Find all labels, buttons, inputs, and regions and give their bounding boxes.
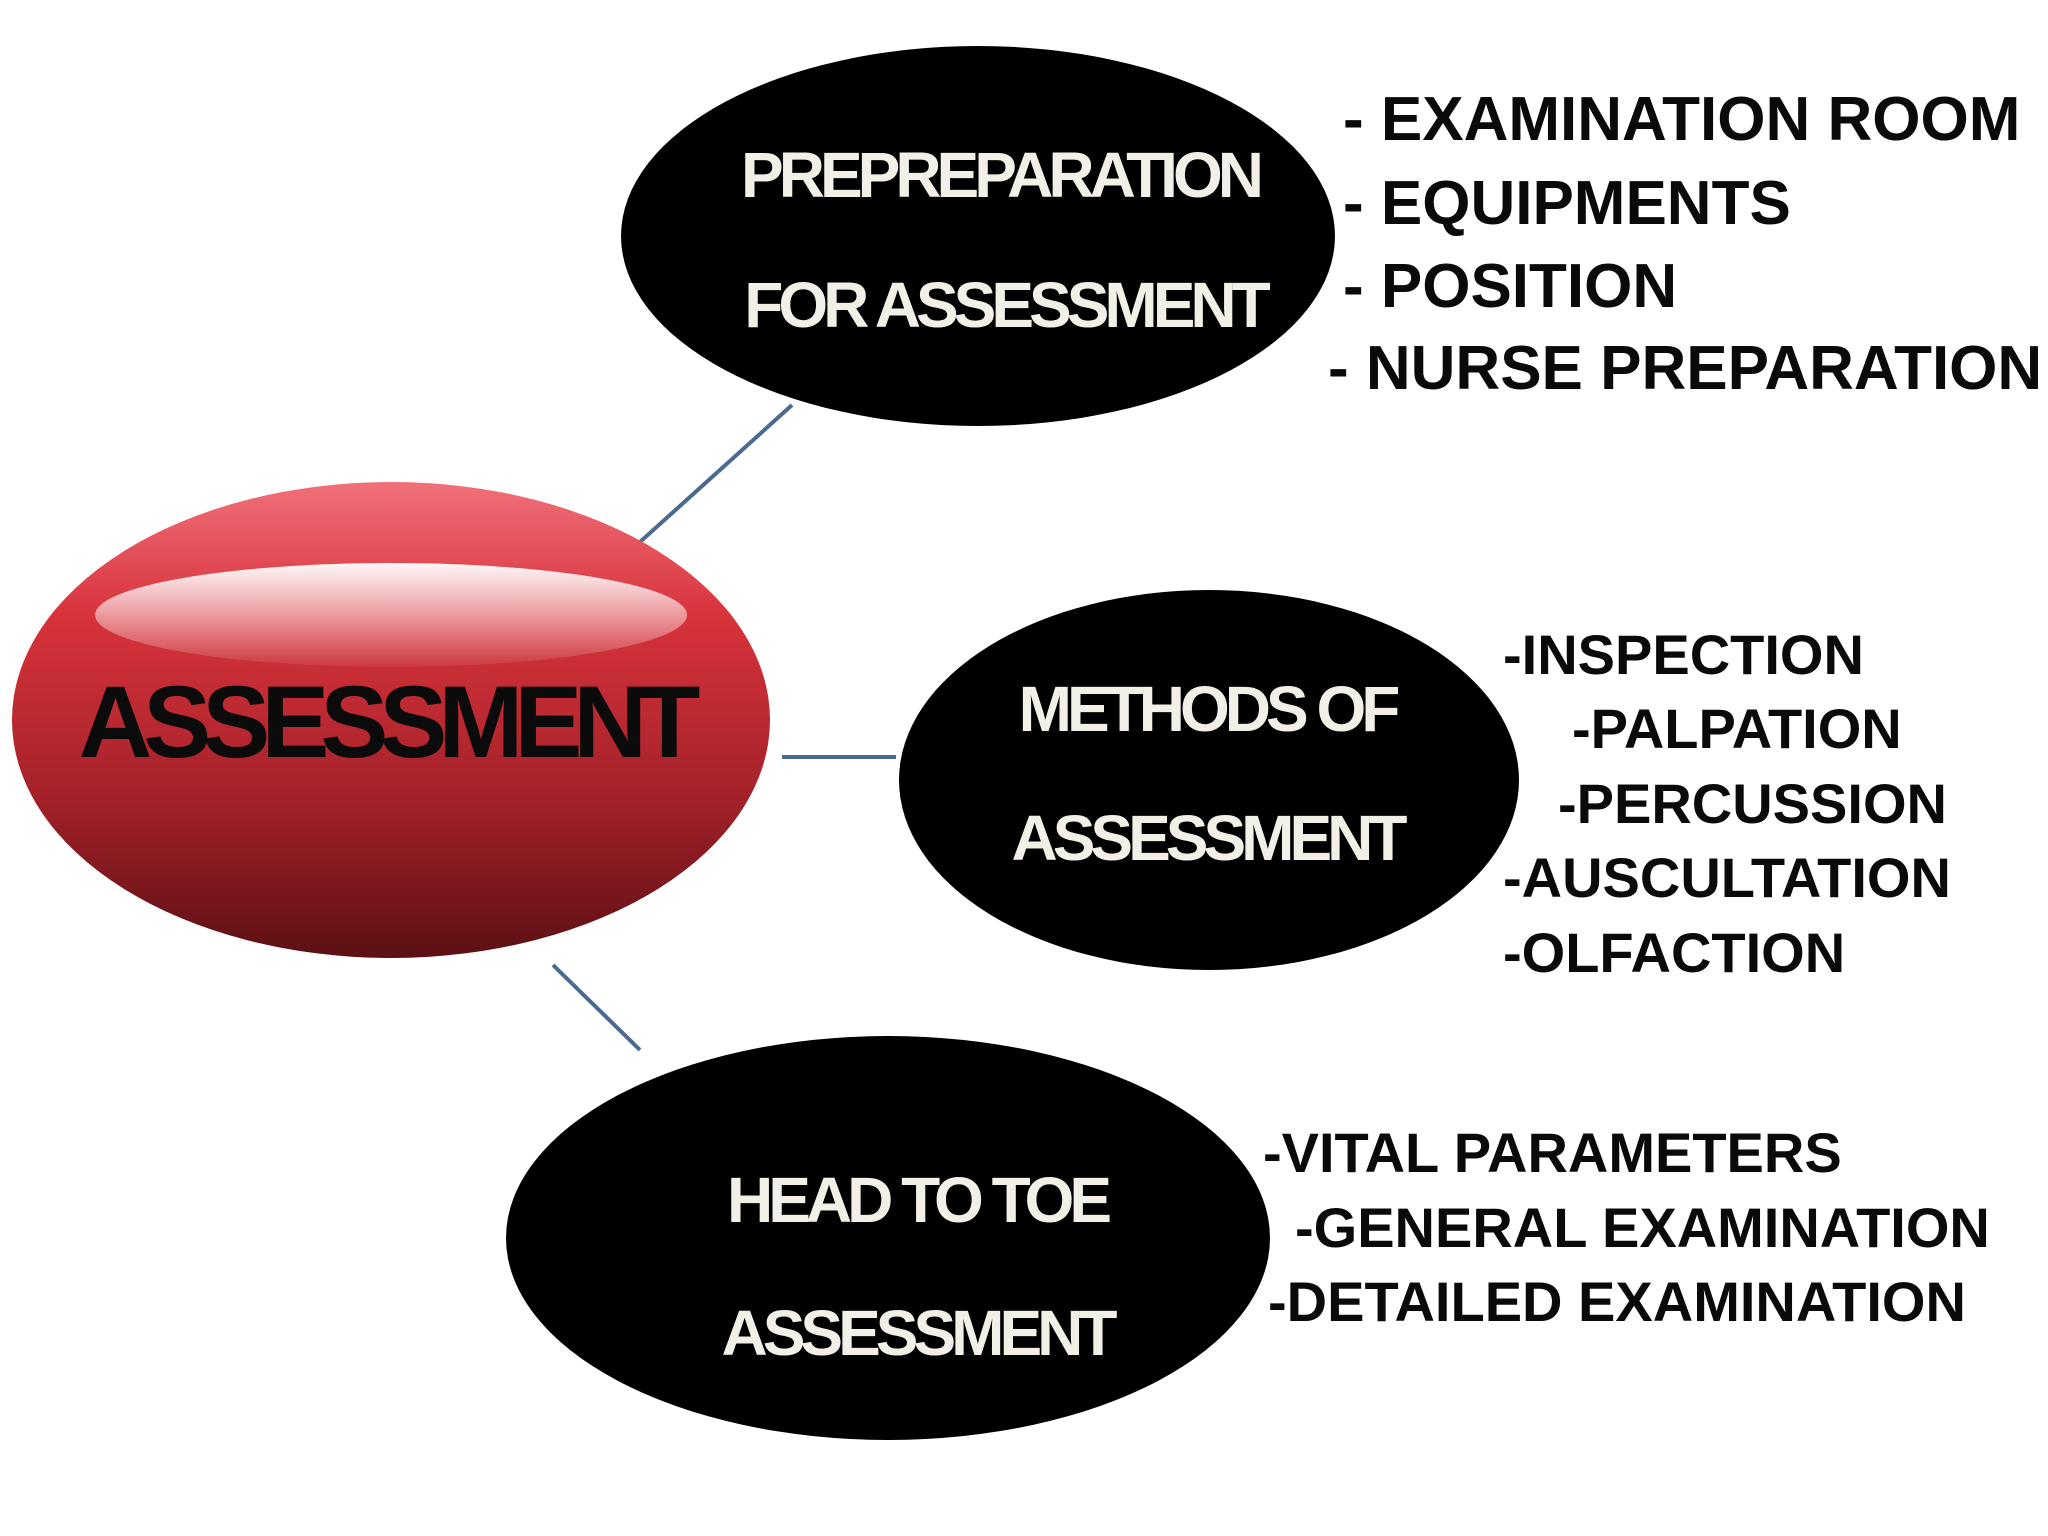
list-item-percussion: -PERCUSSION — [1558, 772, 1947, 835]
node-head-to-toe-ellipse — [506, 1036, 1270, 1440]
list-item-vital-parameters: -VITAL PARAMETERS — [1263, 1121, 1842, 1184]
list-item-detailed-examination: -DETAILED EXAMINATION — [1268, 1270, 1966, 1333]
list-item-inspection: -INSPECTION — [1503, 623, 1864, 686]
node-head-to-toe-title-line-1: HEAD TO TOE — [727, 1164, 1110, 1236]
node-head-to-toe: HEAD TO TOE ASSESSMENT — [506, 1036, 1270, 1440]
node-head-to-toe-title-line-2: ASSESSMENT — [722, 1297, 1118, 1369]
node-methods: METHODS OF ASSESSMENT — [899, 590, 1519, 970]
list-item-olfaction: -OLFACTION — [1503, 921, 1846, 984]
connector-to-head-to-toe — [551, 963, 642, 1052]
list-item-examination-room: - EXAMINATION ROOM — [1343, 85, 2021, 154]
node-methods-title-line-1: METHODS OF — [1019, 673, 1399, 745]
list-item-general-examination: -GENERAL EXAMINATION — [1295, 1196, 1990, 1259]
node-methods-title-line-2: ASSESSMENT — [1012, 802, 1408, 874]
list-item-auscultation: -AUSCULTATION — [1503, 846, 1951, 909]
node-preparation-ellipse — [621, 46, 1335, 426]
node-preparation-title-line-1: PREPREPARATION — [741, 139, 1260, 211]
connector-to-preparation — [618, 403, 794, 562]
root-highlight — [95, 563, 687, 667]
list-item-position: - POSITION — [1343, 252, 1678, 321]
list-item-nurse-preparation: - NURSE PREPARATION — [1328, 334, 2043, 403]
node-preparation: PREPREPARATION FOR ASSESSMENT — [621, 46, 1335, 426]
root-label: ASSESSMENT — [79, 665, 700, 779]
node-preparation-title-line-2: FOR ASSESSMENT — [744, 269, 1270, 341]
root-node: ASSESSMENT — [12, 482, 770, 958]
list-item-equipments: - EQUIPMENTS — [1343, 169, 1791, 238]
list-item-palpation: -PALPATION — [1572, 697, 1902, 760]
node-methods-ellipse — [899, 590, 1519, 970]
